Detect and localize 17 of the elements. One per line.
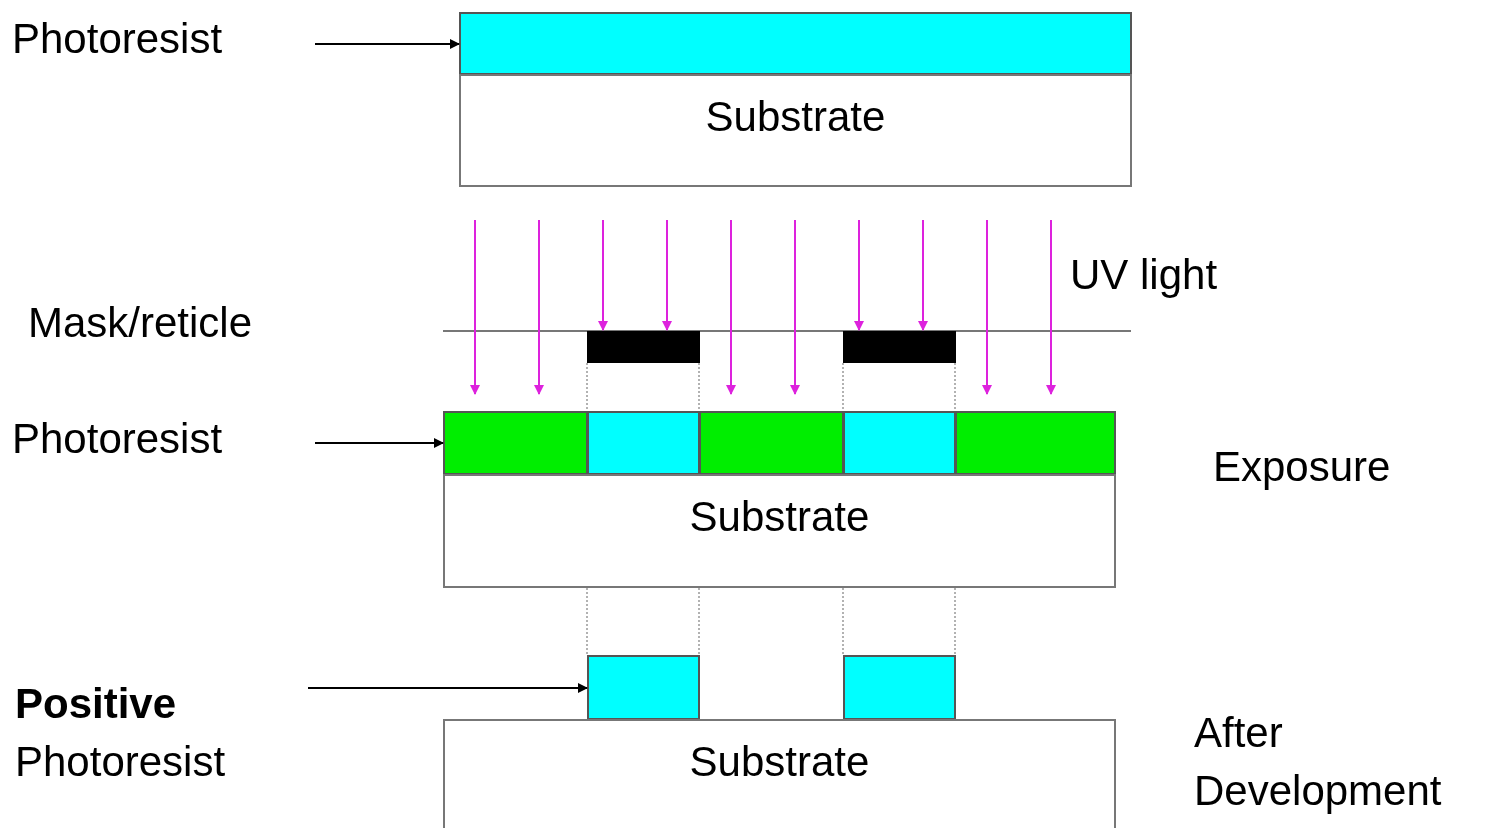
step-label: After Development [1194, 708, 1443, 816]
substrate-layer: Substrate [459, 74, 1132, 187]
photoresist-layer [443, 411, 1116, 475]
step-label: Exposure [1213, 442, 1392, 492]
photoresist-block [843, 655, 956, 720]
substrate-layer: Substrate [443, 719, 1116, 828]
leader-arrow [314, 39, 460, 49]
leader-arrow [314, 438, 444, 448]
mask-label: Mask/reticle [28, 298, 254, 348]
uv-light-label: UV light [1070, 250, 1219, 300]
layer-label: Positive Photoresist [15, 675, 285, 791]
leader-arrow [307, 683, 588, 693]
layer-label: Photoresist [12, 410, 292, 470]
layer-label: Photoresist [12, 10, 292, 70]
photoresist-layer [459, 12, 1132, 75]
photoresist-block [587, 655, 700, 720]
substrate-layer: Substrate [443, 474, 1116, 588]
